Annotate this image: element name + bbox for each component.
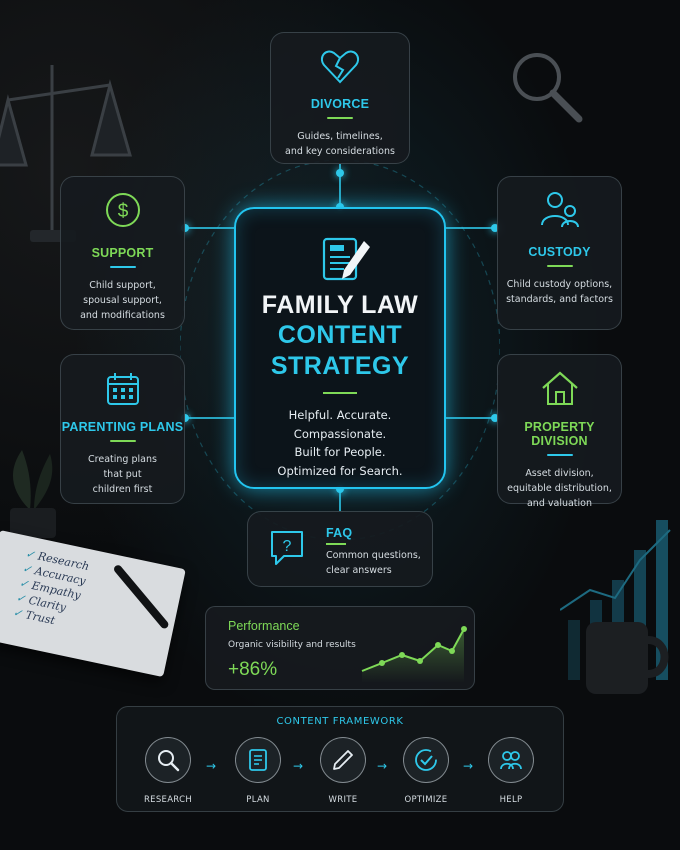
desc-line: and modifications [80,310,165,321]
card-property-division[interactable]: PROPERTY DIVISION Asset division, equita… [497,354,622,509]
card-custody[interactable]: CUSTODY Child custody options, standards… [497,176,622,330]
step-label: OPTIMIZE [404,795,448,805]
card-description: Guides, timelines, and key consideration… [271,129,409,159]
framework-step-research[interactable]: RESEARCH [133,737,203,805]
card-title: PARENTING PLANS [61,420,184,434]
connector-dot [336,169,344,177]
divider [546,265,573,267]
check-circle-icon [415,749,437,771]
parent-child-icon [540,192,579,228]
arrow-icon: → [377,759,388,773]
content-framework: CONTENT FRAMEWORK RESEARCH → PLAN → [116,706,564,812]
card-support[interactable]: $ SUPPORT Child support, spousal support… [60,176,185,330]
center-tagline: Helpful. Accurate. Compassionate. Built … [236,406,444,480]
framework-step-optimize[interactable]: OPTIMIZE [391,737,461,805]
card-description: Creating plans that put children first [61,452,184,497]
arrow-icon: → [293,759,304,773]
framework-title: CONTENT FRAMEWORK [276,716,404,727]
question-bubble-icon: ? [271,531,303,565]
plant-icon [10,450,56,538]
arrow-icon: → [206,759,217,773]
handshake-icon [500,751,522,770]
connector-support [185,227,235,229]
card-parenting-plans[interactable]: PARENTING PLANS Creating plans that put … [60,354,185,504]
card-description: Child support, spousal support, and modi… [61,278,184,323]
performance-subtitle: Organic visibility and results [228,640,356,650]
divider [323,392,357,394]
framework-step-help[interactable]: HELP [476,737,546,805]
card-title: DIVORCE [310,97,370,111]
trend-line-icon [361,626,467,683]
svg-text:?: ? [283,538,292,555]
card-divorce[interactable]: DIVORCE Guides, timelines, and key consi… [270,32,410,164]
card-title: FAQ [326,526,353,540]
performance-value: +86% [228,659,278,680]
calendar-icon [106,373,139,405]
card-title: PROPERTY DIVISION [524,420,595,448]
desc-line: Asset division, [525,468,594,479]
desc-line: equitable distribution, [507,483,612,494]
performance-card[interactable]: Performance Organic visibility and resul… [205,606,475,690]
performance-title: Performance [228,619,300,633]
divider [326,543,346,545]
step-label: HELP [499,795,523,805]
svg-text:$: $ [117,201,128,222]
card-faq[interactable]: ? FAQ Common questions, clear answers [247,511,433,587]
desc-line: clear answers [326,565,392,576]
tagline-line: Helpful. Accurate. [288,408,392,422]
center-title-line1: FAMILY LAW [261,291,419,319]
connector-dot [181,224,189,232]
connector-custody [445,227,497,229]
tagline-line: Optimized for Search. [277,463,403,478]
pencil-icon [333,750,353,770]
desc-line: and key considerations [285,146,395,157]
document-icon [249,749,267,771]
desc-line: and valuation [526,498,592,509]
mug-icon [586,622,669,694]
connector-divorce [339,164,341,208]
divider [546,454,573,456]
desc-line: standards, and factors [506,294,613,305]
desc-line: children first [92,484,153,495]
connector-property [445,417,497,419]
desc-line: Guides, timelines, [297,131,383,142]
connector-parenting [185,417,235,419]
center-card[interactable]: FAMILY LAW CONTENT STRATEGY Helpful. Acc… [234,207,446,489]
card-title: CUSTODY [528,245,591,259]
card-description: Common questions, clear answers [326,548,421,578]
divider [327,117,353,119]
divider [109,266,136,268]
connector-dot [181,414,189,422]
divider [109,440,136,442]
search-icon [158,750,180,772]
connector-faq [339,489,341,511]
tagline-line: Built for People. [294,445,386,459]
house-icon [541,371,578,405]
desc-line: Creating plans [88,454,157,465]
center-title-line3: STRATEGY [270,352,410,380]
magnifier-icon [513,53,583,123]
center-title-line2: CONTENT [277,321,403,349]
broken-heart-icon [320,50,360,84]
tagline-line: Compassionate. [293,426,387,441]
desc-line: Child support, [89,280,156,291]
card-description: Asset division, equitable distribution, … [498,466,621,511]
step-label: PLAN [246,795,270,805]
desc-line: Common questions, [326,550,421,561]
desc-line: that put [103,469,142,480]
connector-dot [491,414,499,422]
dollar-icon: $ [105,193,140,227]
desc-line: spousal support, [83,295,162,306]
card-title: SUPPORT [91,246,154,260]
step-label: WRITE [328,795,358,805]
connector-dot [336,485,344,493]
step-label: RESEARCH [143,795,193,805]
framework-step-plan[interactable]: PLAN [223,737,293,805]
connector-dot [491,224,499,232]
desc-line: Child custody options, [506,279,613,290]
framework-step-write[interactable]: WRITE [308,737,378,805]
document-pencil-icon [322,237,370,281]
card-description: Child custody options, standards, and fa… [498,277,621,307]
arrow-icon: → [463,759,474,773]
